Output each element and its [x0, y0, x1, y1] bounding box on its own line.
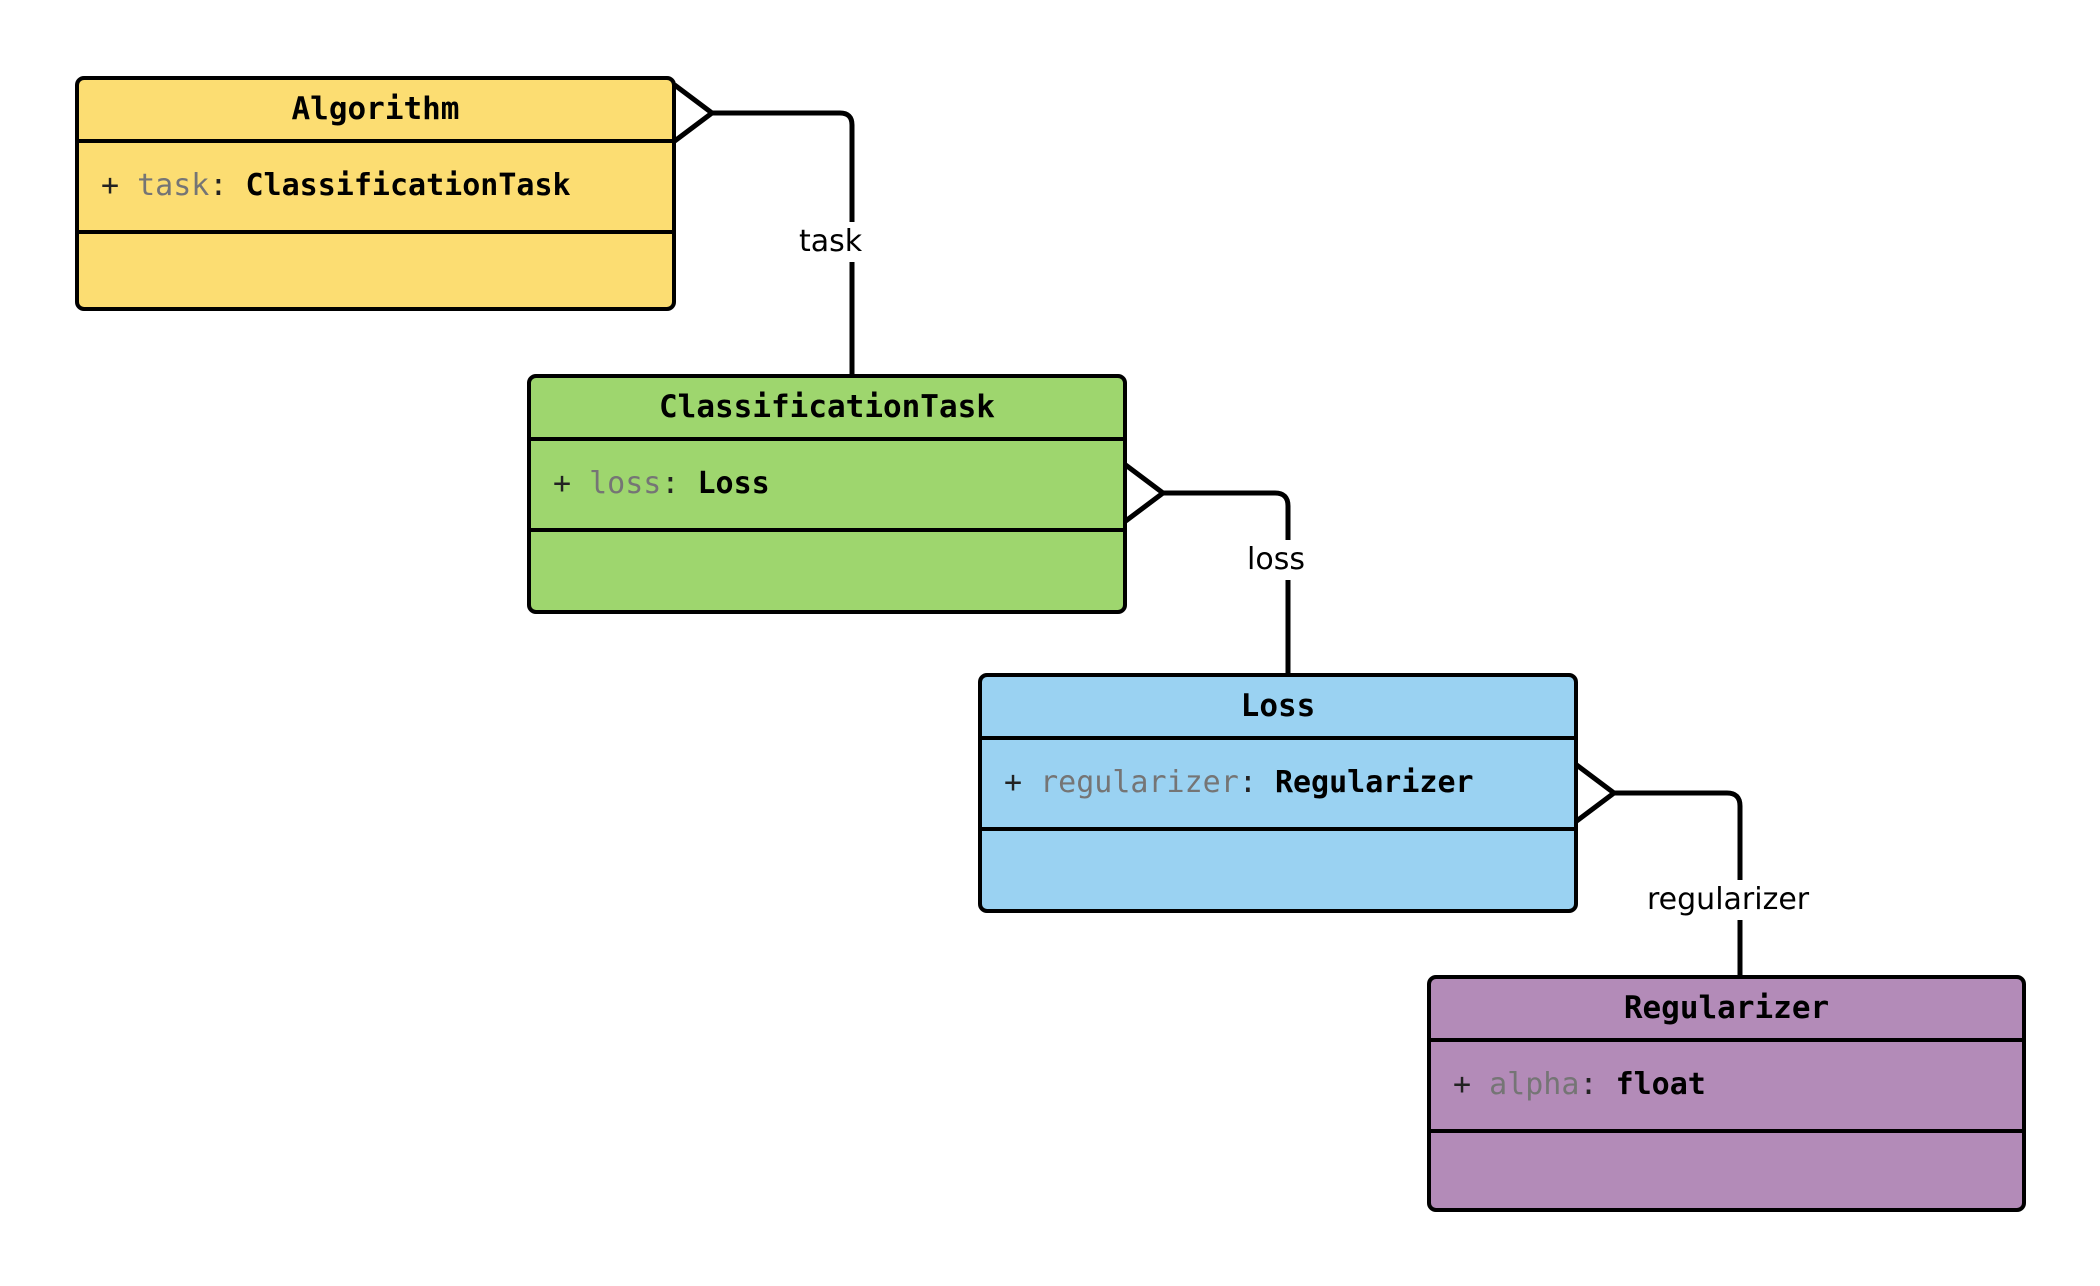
uml-attribute-row: + regularizer: Regularizer: [1004, 766, 1574, 801]
relation-label-regularizer: regularizer: [1643, 880, 1814, 920]
uml-class-name-algorithm: Algorithm: [291, 91, 460, 127]
uml-attribute-row: + task: ClassificationTask: [101, 169, 672, 204]
uml-class-loss[interactable]: Loss + regularizer: Regularizer: [978, 673, 1578, 913]
uml-attribute-row: + loss: Loss: [553, 467, 1123, 502]
attribute-separator: :: [1238, 765, 1257, 801]
uml-class-name-loss: Loss: [1240, 688, 1316, 724]
uml-class-header-algorithm: Algorithm: [79, 80, 672, 143]
uml-class-header-regularizer: Regularizer: [1431, 979, 2022, 1042]
attribute-type: ClassificationTask: [245, 168, 571, 204]
relation-line-loss: [1163, 490, 1291, 673]
attribute-type: float: [1615, 1067, 1706, 1103]
attribute-separator: :: [209, 168, 228, 204]
uml-attribute-row: + alpha: float: [1453, 1068, 2022, 1103]
relation-label-loss: loss: [1243, 540, 1309, 580]
uml-attributes-compartment-algorithm: + task: ClassificationTask: [79, 143, 672, 234]
attribute-visibility: +: [1453, 1067, 1472, 1103]
attribute-visibility: +: [101, 168, 120, 204]
uml-methods-compartment-regularizer: [1431, 1133, 2022, 1208]
attribute-type: Loss: [697, 466, 770, 502]
attribute-name: loss: [589, 466, 662, 502]
uml-methods-compartment-algorithm: [79, 234, 672, 307]
uml-class-name-classification-task: ClassificationTask: [659, 389, 995, 425]
attribute-separator: :: [1579, 1067, 1598, 1103]
uml-attributes-compartment-regularizer: + alpha: float: [1431, 1042, 2022, 1133]
attribute-visibility: +: [553, 466, 572, 502]
uml-class-header-loss: Loss: [982, 677, 1574, 740]
uml-class-algorithm[interactable]: Algorithm + task: ClassificationTask: [75, 76, 676, 311]
attribute-name: regularizer: [1040, 765, 1239, 801]
uml-class-header-classification-task: ClassificationTask: [531, 378, 1123, 441]
relation-label-task: task: [795, 222, 867, 262]
attribute-name: alpha: [1489, 1067, 1580, 1103]
uml-class-name-regularizer: Regularizer: [1623, 990, 1830, 1026]
uml-methods-compartment-loss: [982, 831, 1574, 909]
attribute-type: Regularizer: [1274, 765, 1474, 801]
uml-attributes-compartment-classification-task: + loss: Loss: [531, 441, 1123, 532]
uml-attributes-compartment-loss: + regularizer: Regularizer: [982, 740, 1574, 831]
attribute-name: task: [137, 168, 210, 204]
attribute-visibility: +: [1004, 765, 1023, 801]
uml-class-regularizer[interactable]: Regularizer + alpha: float: [1427, 975, 2026, 1212]
attribute-separator: :: [661, 466, 680, 502]
uml-class-classification-task[interactable]: ClassificationTask + loss: Loss: [527, 374, 1127, 614]
uml-methods-compartment-classification-task: [531, 532, 1123, 610]
